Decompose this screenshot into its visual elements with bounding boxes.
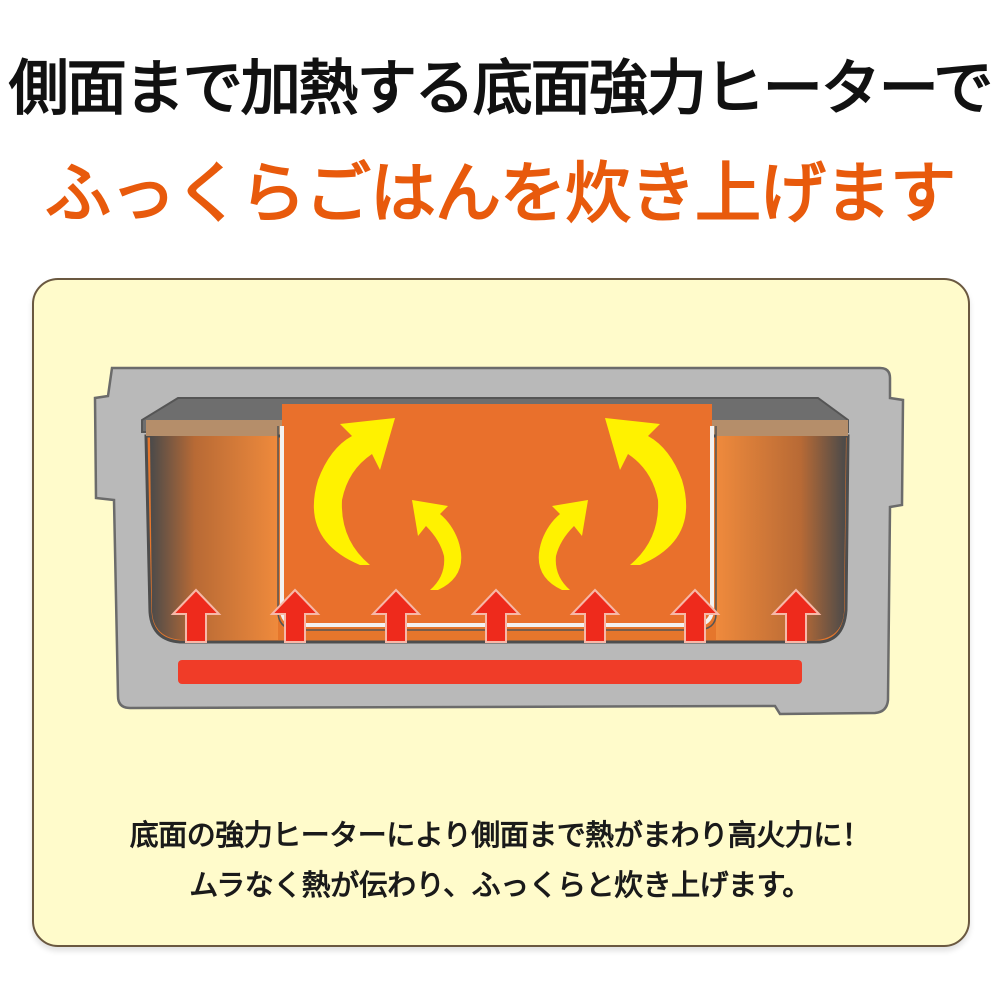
- heat-arrow: [770, 588, 822, 643]
- heat-arrow: [669, 588, 721, 643]
- convection-arrows: [313, 418, 687, 590]
- caption-line2: ムラなく熱が伝わり、ふっくらと炊き上げます。: [189, 868, 811, 902]
- headline-line1: 側面まで加熱する底面強力ヒーターで: [8, 54, 993, 124]
- convection-arrow-large-left: [313, 418, 395, 565]
- convection-arrow-small-right: [538, 500, 588, 590]
- heat-arrow: [470, 588, 522, 643]
- center-chamber: [282, 404, 712, 625]
- heat-arrow: [170, 588, 222, 643]
- convection-arrow-large-right: [605, 418, 687, 565]
- headline-line2: ふっくらごはんを炊き上げます: [45, 155, 956, 232]
- caption-line1: 底面の強力ヒーターにより側面まで熱がまわり高火力に！: [129, 818, 871, 852]
- heat-arrow: [269, 588, 321, 643]
- heat-arrows: [170, 588, 822, 643]
- bottom-heater-bar: [178, 660, 802, 684]
- heat-arrow: [569, 588, 621, 643]
- heat-arrow: [370, 588, 422, 643]
- convection-arrow-small-left: [412, 500, 462, 590]
